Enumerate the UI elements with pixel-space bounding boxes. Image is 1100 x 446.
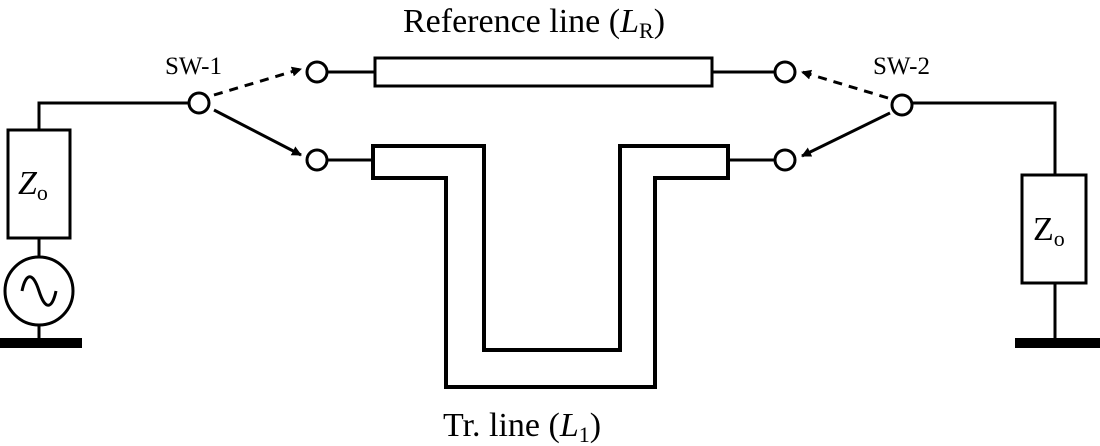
load-impedance-label: Zo (1033, 211, 1065, 251)
sw1-tr-path (213, 108, 302, 157)
sw1-reference-path (213, 66, 302, 97)
ground-icon (0, 338, 82, 348)
sw1-reference-node (305, 60, 329, 84)
source-impedance-label: Zo (18, 165, 48, 205)
reference-line-body (373, 56, 714, 88)
sw2-tr-path (801, 111, 891, 158)
sw2-tr-node (773, 148, 797, 172)
reference-line (327, 56, 775, 88)
reference-line-label: Reference line (LR) (403, 3, 665, 43)
sw2-reference-node (773, 60, 797, 84)
tr-line (327, 144, 775, 389)
sw1-common-node (187, 91, 211, 115)
sw1-tr-node (305, 148, 329, 172)
sw2-label: SW-2 (873, 53, 930, 80)
ground-icon (1015, 338, 1100, 348)
source-branch: Zo (0, 101, 193, 348)
sw1-label: SW-1 (165, 53, 222, 80)
load-branch: Zo (912, 101, 1100, 348)
tr-line-outer (371, 144, 730, 389)
ac-source-icon (3, 255, 75, 327)
sw2-common-node (890, 93, 914, 117)
sw2-switch (773, 60, 914, 172)
load-impedance-box (1020, 173, 1088, 285)
tr-line-label: Tr. line (L1) (443, 407, 601, 446)
